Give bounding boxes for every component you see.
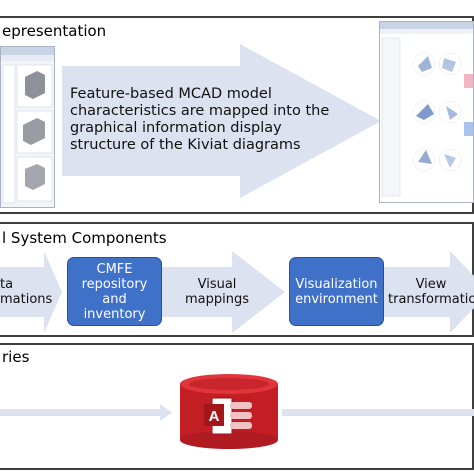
visual-mappings-label: Visual mappings (172, 277, 262, 307)
visual-mappings-text: Visual mappings (184, 277, 249, 307)
cad-screenshot-graphic (1, 47, 54, 204)
libraries-panel (0, 343, 474, 470)
cmfe-repository-box: CMFE repository and inventory (67, 257, 162, 326)
data-transformations-text: ta mations (0, 277, 53, 307)
components-title: l System Components (2, 229, 167, 247)
visualization-environment-box: Visualization environment (289, 257, 384, 326)
data-transformations-label: ta mations (0, 277, 52, 307)
visualization-environment-text: Visualization environment (295, 276, 378, 307)
mapping-arrow-text: Feature-based MCAD model characteristics… (70, 86, 330, 153)
representation-title: epresentation (2, 22, 107, 40)
kiviat-screenshot-icon (379, 21, 474, 203)
kiviat-screenshot-graphic (380, 22, 473, 197)
cad-screenshot-icon (0, 46, 55, 208)
view-transformations-text: View transformation (388, 277, 474, 307)
cmfe-repository-text: CMFE repository and inventory (81, 261, 148, 322)
view-transformations-label: View transformation (388, 277, 474, 307)
libraries-title: ries (2, 348, 30, 366)
